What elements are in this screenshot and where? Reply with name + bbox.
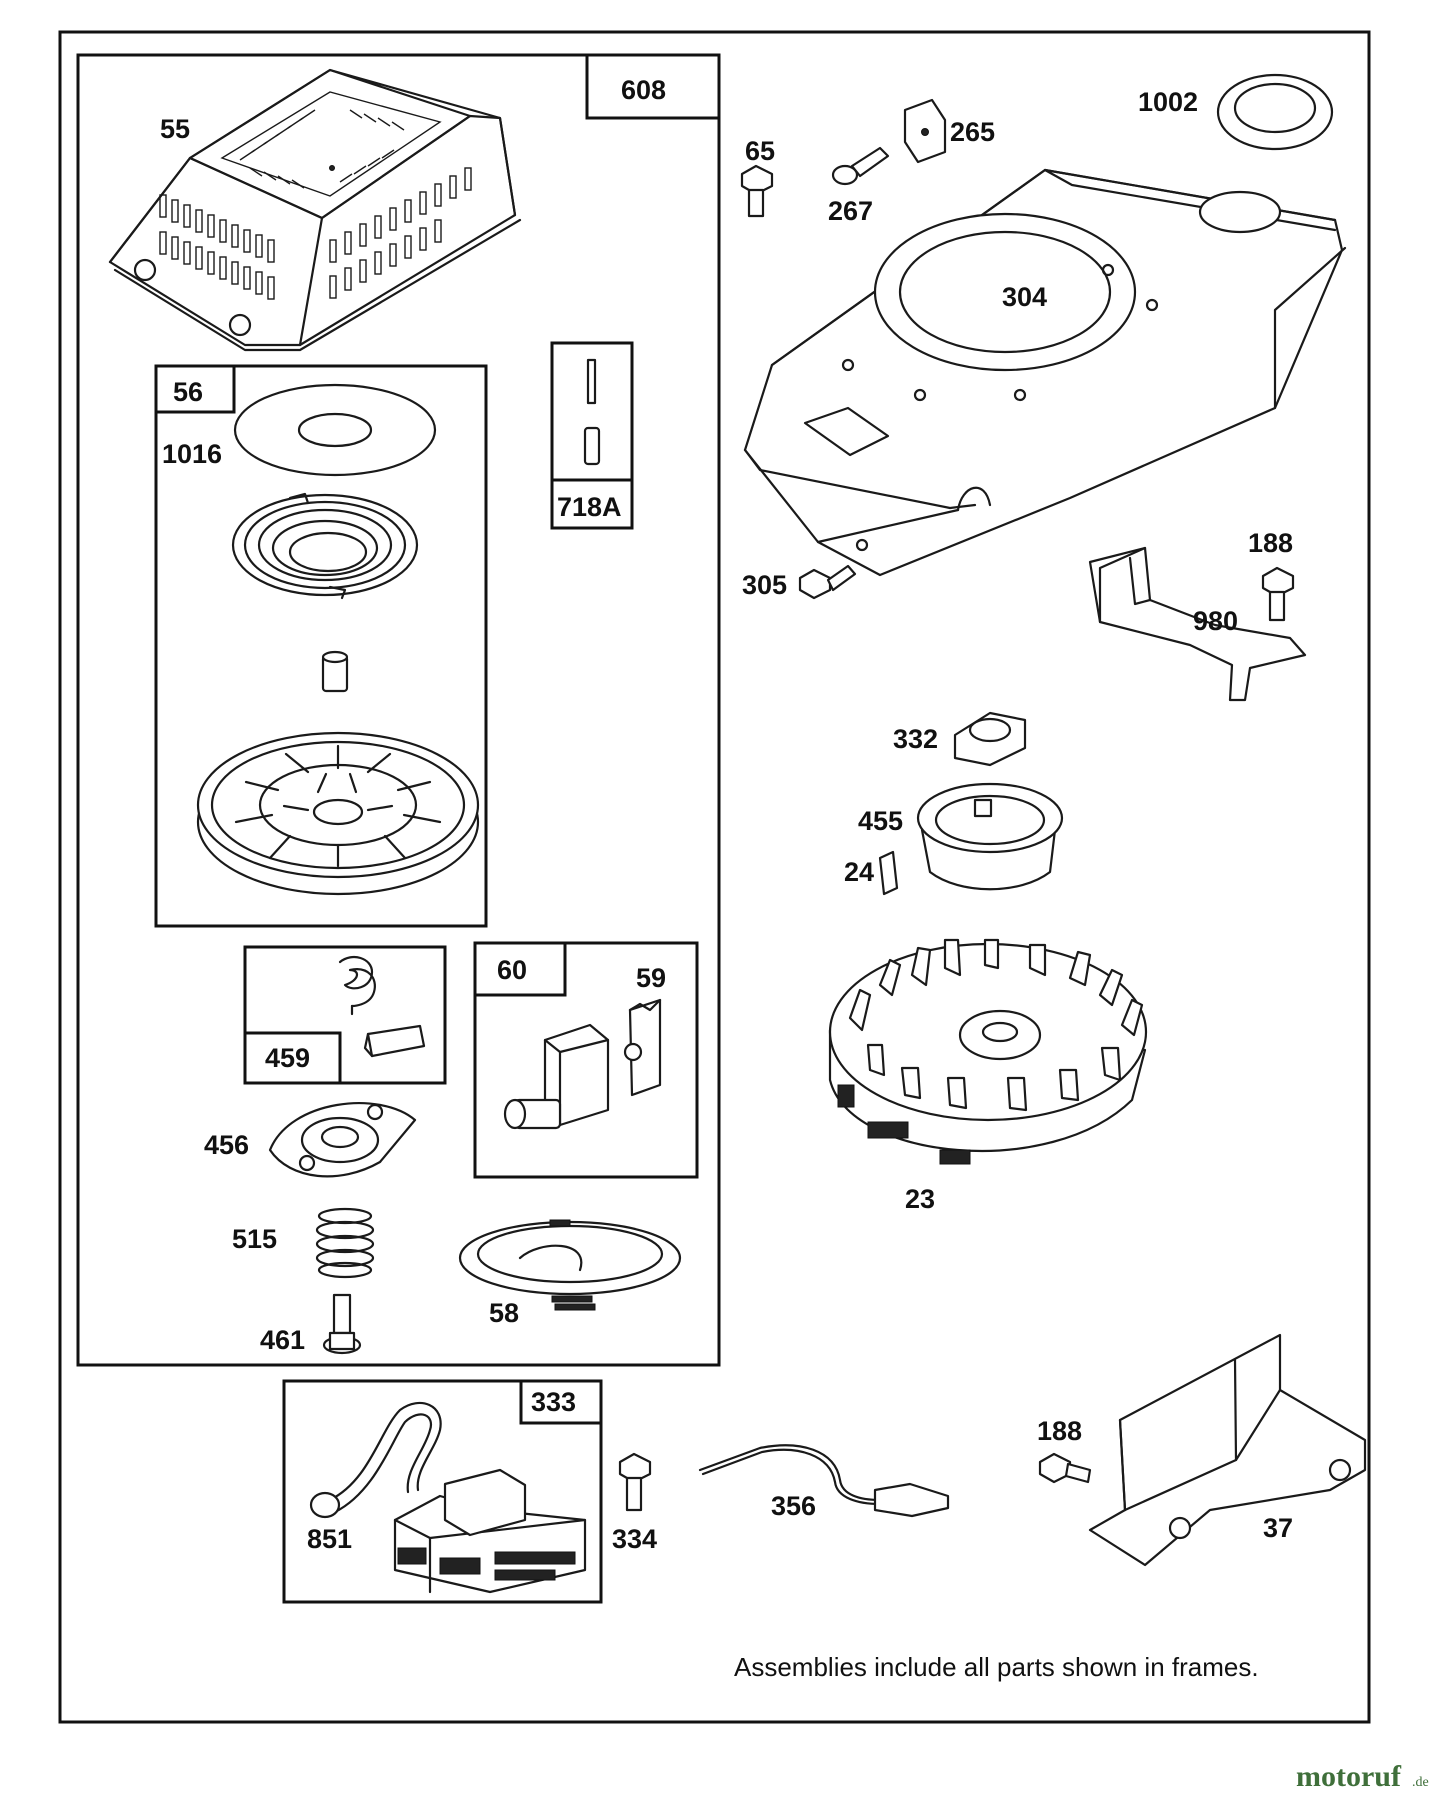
part-label-56: 56: [173, 377, 203, 407]
part-356-ground-wire: [698, 1444, 950, 1518]
part-label-356: 356: [771, 1491, 816, 1521]
part-304-blower-housing: [743, 168, 1347, 577]
part-188-bolt-top: [1261, 566, 1295, 622]
part-265-clip: [903, 98, 947, 164]
part-label-37: 37: [1263, 1513, 1293, 1543]
part-267-screw: [831, 146, 890, 186]
part-55-starter-cover: [108, 68, 522, 352]
part-label-333: 333: [531, 1387, 576, 1417]
frame-333: [282, 1379, 603, 1604]
label-box-459: [243, 1031, 342, 1085]
part-label-1002: 1002: [1138, 87, 1198, 117]
part-label-267: 267: [828, 196, 873, 226]
label-box-56: [154, 364, 236, 414]
part-label-332: 332: [893, 724, 938, 754]
part-456-retainer: [268, 1102, 417, 1178]
part-24-key: [878, 850, 899, 896]
part-label-456: 456: [204, 1130, 249, 1160]
label-box-333: [519, 1379, 603, 1425]
part-461-screw: [322, 1293, 362, 1355]
part-1002-grommet: [1216, 73, 1334, 151]
watermark-brand: motoruf: [1296, 1760, 1402, 1793]
part-label-461: 461: [260, 1325, 305, 1355]
part-label-59: 59: [636, 963, 666, 993]
part-37-air-guide: [1088, 1333, 1367, 1567]
frame-60: [473, 941, 699, 1179]
part-label-608: 608: [621, 75, 666, 105]
frame-718A: [550, 341, 634, 530]
part-label-1016: 1016: [162, 439, 222, 469]
part-515-spring: [315, 1207, 375, 1279]
watermark-suffix: .de: [1412, 1775, 1429, 1790]
frame-459: [243, 945, 447, 1085]
part-label-23: 23: [905, 1184, 935, 1214]
part-pin: [321, 650, 349, 693]
part-455-cup: [916, 782, 1064, 891]
part-label-459: 459: [265, 1043, 310, 1073]
part-label-188-bottom: 188: [1037, 1416, 1082, 1446]
part-label-334: 334: [612, 1524, 657, 1554]
frame-56: [154, 364, 488, 928]
part-334-bolt: [618, 1452, 652, 1512]
part-333-ignition-armature: [309, 1401, 587, 1594]
part-label-55: 55: [160, 114, 190, 144]
part-label-58: 58: [489, 1298, 519, 1328]
part-label-305: 305: [742, 570, 787, 600]
part-rewind-spring: [231, 492, 419, 600]
part-label-65: 65: [745, 136, 775, 166]
part-1016-washer: [233, 383, 437, 477]
part-980-bracket: [1088, 546, 1307, 702]
part-label-455: 455: [858, 806, 903, 836]
part-188-bolt-bottom: [1038, 1452, 1092, 1484]
part-label-265: 265: [950, 117, 995, 147]
assemblies-note: Assemblies include all parts shown in fr…: [734, 1652, 1259, 1682]
part-58-rope: [458, 1219, 682, 1311]
frame-608: [76, 53, 721, 1367]
label-box-608: [585, 53, 721, 120]
part-718A-pins: [583, 358, 601, 466]
part-60-brake: [503, 998, 662, 1130]
part-label-60: 60: [497, 955, 527, 985]
part-label-980: 980: [1193, 606, 1238, 636]
part-label-851: 851: [307, 1524, 352, 1554]
part-305-bolt: [798, 564, 857, 600]
part-65-bolt: [740, 164, 774, 218]
part-label-304: 304: [1002, 282, 1047, 312]
part-459-spring-dog: [338, 955, 426, 1058]
part-label-515: 515: [232, 1224, 277, 1254]
outer-frame: [58, 30, 1371, 1724]
label-box-60: [473, 941, 567, 997]
part-label-24: 24: [844, 857, 874, 887]
part-332-nut: [953, 711, 1027, 767]
part-label-718A: 718A: [557, 492, 622, 522]
part-23-flywheel: [828, 938, 1148, 1165]
part-label-188-top: 188: [1248, 528, 1293, 558]
part-pulley: [196, 731, 480, 896]
